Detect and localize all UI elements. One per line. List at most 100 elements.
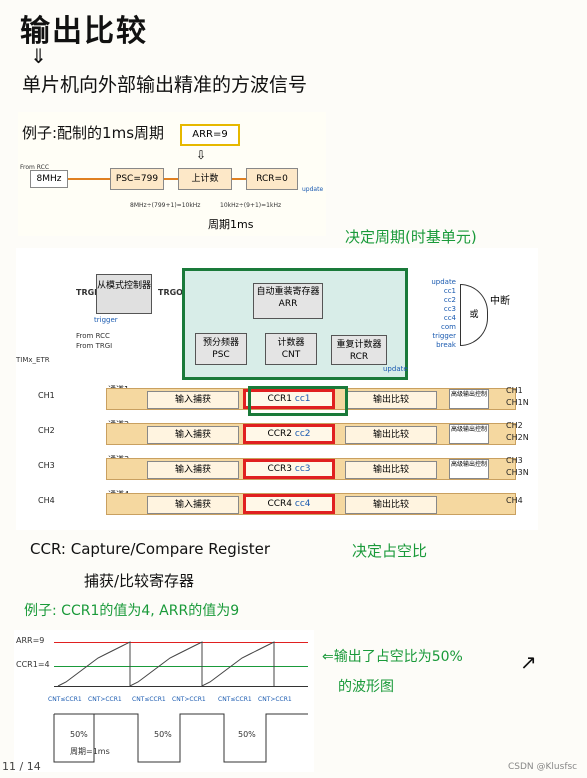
auto-reload-label: 自动重装寄存器: [256, 287, 320, 297]
from-rcc-label: From RCC: [76, 332, 110, 340]
counter-box: 上计数: [178, 168, 232, 190]
ch1-pin: CH1: [38, 391, 55, 400]
signal-line: [68, 178, 116, 180]
duty-label: 50%: [238, 730, 256, 739]
note-period: 决定周期(时基单元): [345, 228, 477, 246]
counter-label: 计数器: [277, 338, 305, 348]
prescaler-label: 预分频器: [202, 338, 239, 348]
ch3-pin: CH3: [38, 461, 55, 470]
page-counter: 11 / 14: [2, 760, 41, 773]
irq-source: update: [431, 278, 456, 286]
output-compare-1: 输出比较: [345, 391, 437, 409]
arr-box: ARR=9: [180, 124, 240, 146]
period-label: 周期=1ms: [70, 747, 110, 756]
advanced-output-ctrl-1: 高级输出控制: [449, 389, 489, 409]
irq-source: cc3: [443, 305, 456, 313]
watermark: CSDN @Klusfsc: [508, 762, 578, 772]
irq-source: trigger: [432, 332, 456, 340]
freq1-label: 8MHz÷(799+1)=10kHz: [130, 202, 201, 209]
time-base-unit: 自动重装寄存器 ARR 预分频器 PSC 计数器 CNT 重复计数器RCR up…: [182, 268, 408, 380]
waveform-svg: [53, 641, 308, 763]
cnt-label: CNT: [281, 350, 301, 360]
cc1-label: cc1: [294, 394, 311, 404]
cnt-le-ccr-label: CNT≤CCR1: [48, 696, 82, 703]
ccr3-label: CCR3: [267, 464, 293, 474]
output-compare-3: 输出比较: [345, 461, 437, 479]
checkmark-icon: ↗: [520, 650, 537, 674]
ch4-out: CH4: [506, 496, 523, 505]
period-label: 周期1ms: [208, 218, 254, 231]
slave-mode-controller: 从模式控制器: [96, 274, 152, 314]
channel-row-1: 输入捕获 CCR1 cc1 输出比较 高级输出控制: [106, 388, 516, 410]
ccr-level-label: CCR1=4: [16, 660, 50, 669]
example1-heading: 例子:配制的1ms周期: [22, 124, 165, 142]
arrow-down-icon: ⇓: [30, 44, 47, 68]
subtitle: 单片机向外部输出精准的方波信号: [22, 74, 308, 96]
ccr2-box: CCR2 cc2: [243, 424, 335, 444]
ch1n-out: CH1N: [506, 398, 529, 407]
from-trgi-label: From TRGI: [76, 342, 113, 350]
signal-line: [232, 178, 246, 180]
ccr2-label: CCR2: [267, 429, 293, 439]
source-label: From RCC: [20, 164, 50, 171]
ch2n-out: CH2N: [506, 433, 529, 442]
duty-label: 50%: [154, 730, 172, 739]
irq-source: com: [441, 323, 456, 331]
ccr4-label: CCR4: [267, 499, 293, 509]
counter-box: 计数器 CNT: [265, 333, 317, 365]
signal-line: [164, 178, 178, 180]
arr-label: ARR: [278, 299, 298, 309]
trigger-label: trigger: [94, 316, 118, 324]
repetition-counter: 重复计数器RCR: [331, 335, 387, 365]
timer-block-diagram: TRGI TRGO 从模式控制器 trigger From RCC From T…: [16, 248, 538, 530]
ccr1-highlight: [248, 386, 348, 416]
cc4-label: cc4: [294, 499, 311, 509]
note-duty: 决定占空比: [352, 542, 428, 560]
pwm-waveform: [53, 713, 308, 763]
irq-source: cc4: [443, 314, 456, 322]
ch2-out: CH2: [506, 421, 523, 430]
ch3-out: CH3: [506, 456, 523, 465]
output-compare-2: 输出比较: [345, 426, 437, 444]
cnt-le-ccr-label: CNT≤CCR1: [132, 696, 166, 703]
ccr1-box: CCR1 cc1: [243, 389, 335, 409]
input-capture-2: 输入捕获: [147, 426, 239, 444]
counter-staircase: [57, 641, 275, 687]
time-axis: [54, 686, 308, 687]
advanced-output-ctrl-3: 高级输出控制: [449, 459, 489, 479]
cnt-gt-ccr-label: CNT>CCR1: [258, 696, 292, 703]
irq-source: cc2: [443, 296, 456, 304]
channel-row-3: 输入捕获 CCR3 cc3 输出比较 高级输出控制: [106, 458, 516, 480]
ch2-pin: CH2: [38, 426, 55, 435]
ccr-level-line: [54, 666, 308, 667]
cnt-gt-ccr-label: CNT>CCR1: [88, 696, 122, 703]
arrow-down-icon: ⇩: [196, 148, 207, 162]
ch3n-out: CH3N: [506, 468, 529, 477]
advanced-output-ctrl-2: 高级输出控制: [449, 424, 489, 444]
cc3-label: cc3: [294, 464, 311, 474]
arr-level-label: ARR=9: [16, 636, 45, 645]
irq-source: cc1: [443, 287, 456, 295]
input-capture-4: 输入捕获: [147, 496, 239, 514]
trgi-label: TRGI: [76, 288, 98, 297]
ccr-note-line2: 捕获/比较寄存器: [84, 572, 195, 590]
ch4-pin: CH4: [38, 496, 55, 505]
ccr1-label: CCR1: [267, 394, 293, 404]
example1-panel: 例子:配制的1ms周期 ARR=9 ⇩ From RCC 8MHz PSC=79…: [18, 112, 326, 236]
psc-box: PSC=799: [110, 168, 164, 190]
ccr4-box: CCR4 cc4: [243, 494, 335, 514]
page-title: 输出比较: [20, 14, 148, 49]
output-note-line2: 的波形图: [338, 679, 394, 695]
ch1-out: CH1: [506, 386, 523, 395]
update-label: update: [302, 186, 324, 193]
ccr-note-line1: CCR: Capture/Compare Register: [30, 540, 270, 558]
freq2-label: 10kHz÷(9+1)=1kHz: [220, 202, 282, 209]
example2-panel: ARR=9 CCR1=4 CNT≤CCR1 CNT>CCR1 CNT≤CCR1 …: [14, 630, 314, 772]
timx-etr-label: TIMx_ETR: [16, 356, 50, 364]
input-capture-3: 输入捕获: [147, 461, 239, 479]
output-note-line1: ⇐输出了占空比为50%: [322, 649, 463, 665]
clk-box: 8MHz: [30, 170, 68, 188]
cnt-gt-ccr-label: CNT>CCR1: [172, 696, 206, 703]
arr-level-line: [54, 642, 308, 643]
prescaler-box: 预分频器 PSC: [195, 333, 247, 365]
